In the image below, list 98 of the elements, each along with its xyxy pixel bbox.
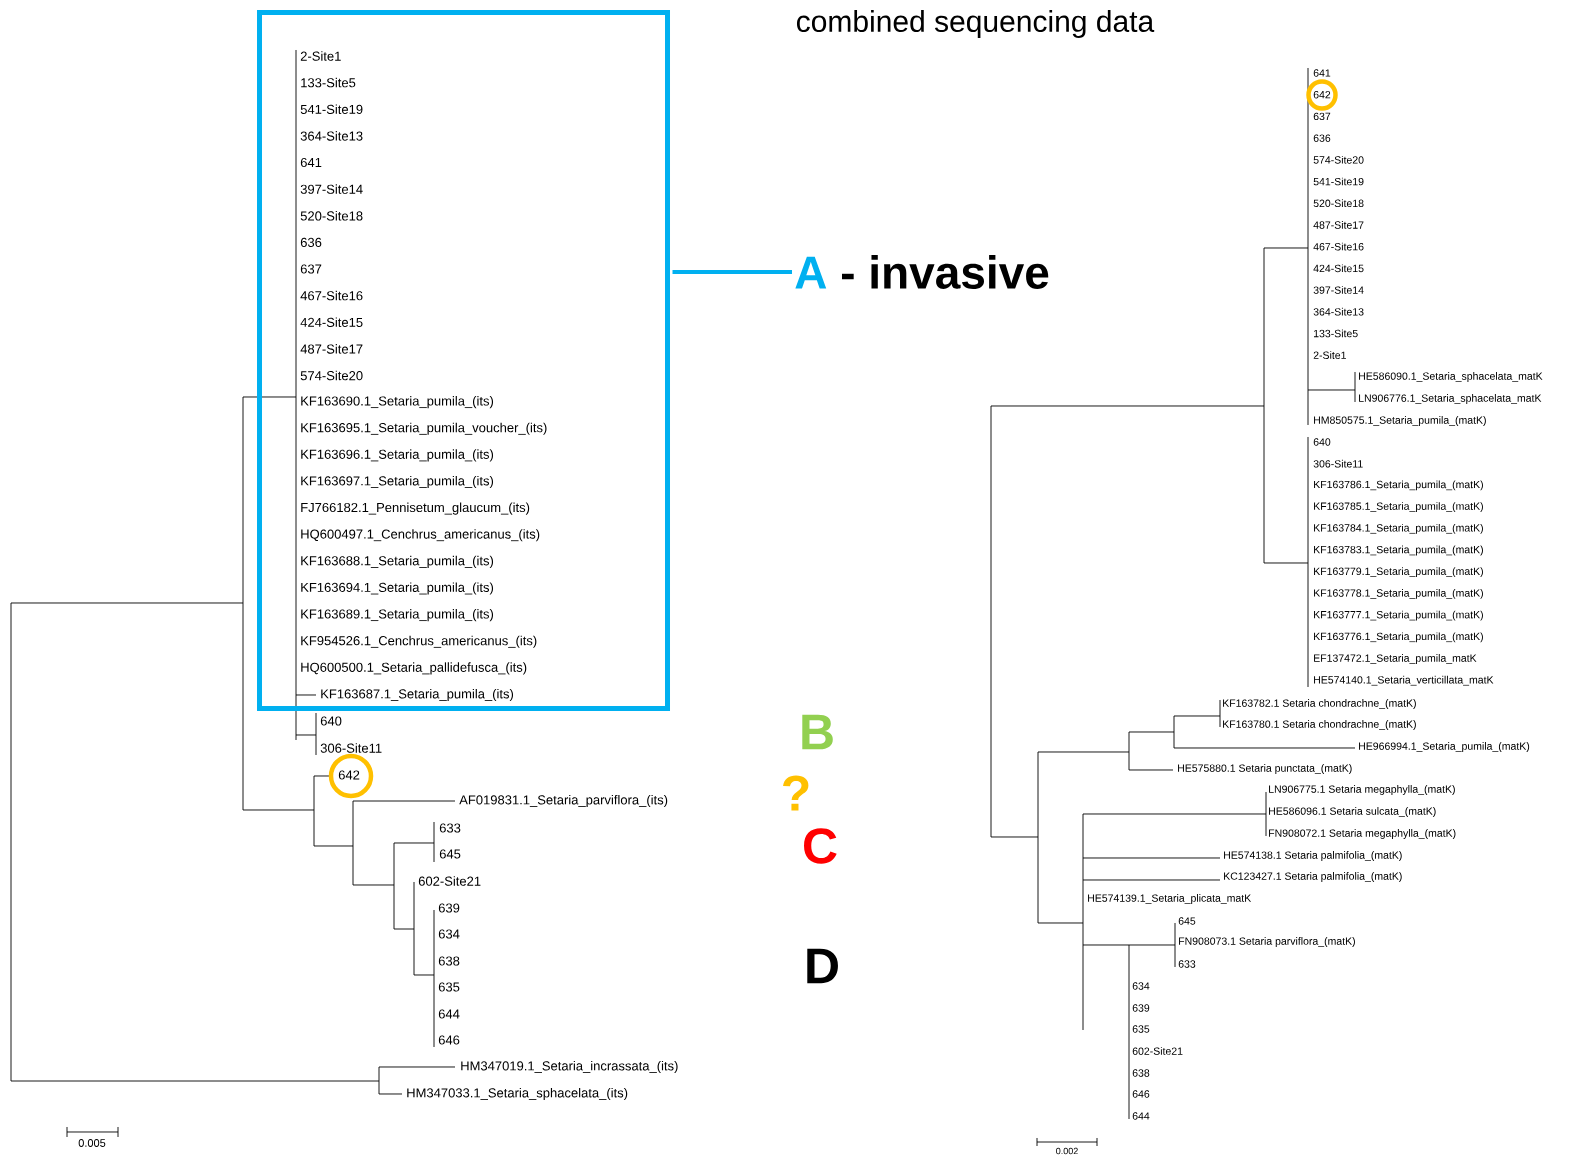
leaf-label: 133-Site5 (1314, 329, 1358, 338)
group-label: A - invasive (795, 255, 1049, 289)
leaf-label: 364-Site13 (300, 131, 363, 141)
leaf-label: KF163779.1_Setaria_pumila_(matK) (1314, 567, 1483, 578)
leaf-label: 633 (439, 823, 461, 833)
leaf-label: EF137472.1_Setaria_pumila_matK (1314, 654, 1477, 664)
leaf-label: 397-Site14 (300, 184, 363, 194)
leaf-label: 541-Site19 (300, 104, 363, 114)
leaf-label: 642 (338, 770, 360, 780)
leaf-label: KF163782.1 Setaria chondrachne_(matK) (1223, 699, 1416, 709)
leaf-label: KF163785.1_Setaria_pumila_(matK) (1314, 502, 1483, 512)
leaf-label: KF163776.1_Setaria_pumila_(matK) (1314, 632, 1483, 643)
leaf-label: 306-Site11 (320, 743, 382, 753)
leaf-label: 487-Site17 (1313, 221, 1364, 229)
leaf-label: KF163783.1_Setaria_pumila_(matK) (1314, 545, 1483, 556)
leaf-label: KF954526.1_Cenchrus_americanus_(its) (301, 635, 537, 648)
leaf-label: 639 (1132, 1004, 1150, 1012)
leaf-label: HE966994.1_Setaria_pumila_(matK) (1359, 742, 1530, 752)
leaf-label: 646 (438, 1035, 460, 1045)
leaf-label: KC123427.1 Setaria palmifolia_(matK) (1224, 872, 1402, 882)
leaf-label: 639 (438, 903, 460, 913)
leaf-label: HQ600497.1_Cenchrus_americanus_(its) (301, 529, 540, 542)
title: combined sequencing data (797, 10, 1155, 38)
leaf-label: 2-Site1 (1313, 351, 1346, 359)
leaf-label: 364-Site13 (1313, 307, 1364, 316)
leaf-label: 636 (300, 237, 322, 247)
leaf-label: 397-Site14 (1313, 286, 1364, 294)
leaf-label: 520-Site18 (300, 211, 363, 221)
leaf-label: KF163786.1_Setaria_pumila_(matK) (1314, 480, 1483, 491)
leaf-label: 541-Site19 (1313, 177, 1364, 186)
leaf-label: 635 (438, 982, 460, 992)
leaf-label: 467-Site16 (300, 290, 363, 301)
leaf-label: FN908073.1 Setaria parviflora_(matK) (1179, 937, 1355, 947)
leaf-label: 574-Site20 (1313, 155, 1364, 164)
leaf-label: KF163695.1_Setaria_pumila_voucher_(its) (301, 422, 547, 435)
leaf-label: 638 (1132, 1069, 1150, 1077)
leaf-label: 641 (300, 157, 322, 168)
leaf-label: 637 (300, 264, 322, 274)
leaf-label: KF163778.1_Setaria_pumila_(matK) (1314, 589, 1483, 599)
leaf-label: HE574139.1_Setaria_plicata_matK (1088, 894, 1252, 904)
leaf-label: 642 (1313, 91, 1331, 99)
leaf-label: 467-Site16 (1313, 242, 1364, 251)
leaf-label: 634 (1132, 982, 1150, 990)
leaf-label: 424-Site15 (1313, 264, 1364, 273)
highlight-box (257, 10, 670, 711)
clade-letter: D (807, 948, 838, 984)
leaf-label: KF163688.1_Setaria_pumila_(its) (301, 555, 494, 568)
leaf-label: HM347033.1_Setaria_sphacelata_(its) (407, 1087, 628, 1101)
leaf-label: 634 (438, 929, 460, 939)
leaf-label: HE586096.1 Setaria sulcata_(matK) (1269, 807, 1436, 817)
leaf-label: 306-Site11 (1313, 459, 1363, 468)
leaf-label: 645 (439, 849, 461, 859)
leaf-label: 602-Site21 (418, 876, 481, 886)
leaf-label: LN906776.1_Setaria_sphacelata_matK (1359, 394, 1542, 404)
leaf-label: KF163689.1_Setaria_pumila_(its) (301, 609, 494, 622)
clade-letter: B (802, 714, 833, 750)
leaf-label: AF019831.1_Setaria_parviflora_(its) (459, 794, 668, 808)
leaf-label: 637 (1313, 112, 1331, 121)
connector-line (672, 270, 792, 274)
scale-bar: 0.002 (1036, 1137, 1098, 1155)
leaf-label: 602-Site21 (1132, 1047, 1183, 1055)
leaf-label: 640 (1313, 438, 1331, 446)
leaf-label: KF163687.1_Setaria_pumila_(its) (321, 688, 514, 702)
leaf-label: LN906775.1 Setaria megaphylla_(matK) (1269, 785, 1455, 795)
scale-bar: 0.005 (66, 1126, 119, 1147)
leaf-label: 636 (1313, 134, 1331, 142)
leaf-label: 638 (438, 956, 460, 966)
clade-letter: C (804, 828, 837, 864)
leaf-label: HM850575.1_Setaria_pumila_(matK) (1314, 416, 1486, 426)
leaf-label: 633 (1178, 960, 1196, 968)
leaf-label: 424-Site15 (300, 317, 363, 327)
leaf-label: 635 (1132, 1025, 1150, 1033)
leaf-label: 520-Site18 (1313, 199, 1364, 208)
leaf-label: 641 (1313, 69, 1331, 77)
leaf-label: FN908072.1 Setaria megaphylla_(matK) (1269, 829, 1456, 839)
leaf-label: 487-Site17 (300, 344, 363, 354)
leaf-label: KF163777.1_Setaria_pumila_(matK) (1314, 610, 1483, 621)
leaf-label: 2-Site1 (300, 51, 341, 61)
leaf-label: HE586090.1_Setaria_sphacelata_matK (1359, 372, 1543, 382)
leaf-label: HM347019.1_Setaria_incrassata_(its) (461, 1060, 678, 1074)
leaf-label: HE574138.1 Setaria palmifolia_(matK) (1224, 851, 1402, 861)
leaf-label: 133-Site5 (301, 77, 356, 88)
leaf-label: 644 (438, 1009, 460, 1019)
leaf-label: KF163780.1 Setaria chondrachne_(matK) (1223, 720, 1416, 730)
leaf-label: FJ766182.1_Pennisetum_glaucum_(its) (301, 502, 530, 515)
leaf-label: 645 (1178, 917, 1196, 925)
leaf-label: KF163696.1_Setaria_pumila_(its) (301, 449, 494, 462)
leaf-label: KF163690.1_Setaria_pumila_(its) (301, 396, 494, 409)
clade-letter: ? (783, 775, 809, 811)
leaf-label: 644 (1132, 1112, 1150, 1120)
leaf-label: KF163694.1_Setaria_pumila_(its) (301, 582, 494, 595)
leaf-label: HQ600500.1_Setaria_pallidefusca_(its) (301, 662, 527, 675)
leaf-label: 646 (1132, 1090, 1150, 1098)
leaf-label: HE574140.1_Setaria_verticillata_matK (1314, 675, 1494, 686)
leaf-label: KF163784.1_Setaria_pumila_(matK) (1314, 523, 1483, 534)
leaf-label: HE575880.1 Setaria punctata_(matK) (1178, 764, 1352, 774)
leaf-label: 574-Site20 (300, 370, 363, 381)
leaf-label: KF163697.1_Setaria_pumila_(its) (301, 475, 494, 489)
